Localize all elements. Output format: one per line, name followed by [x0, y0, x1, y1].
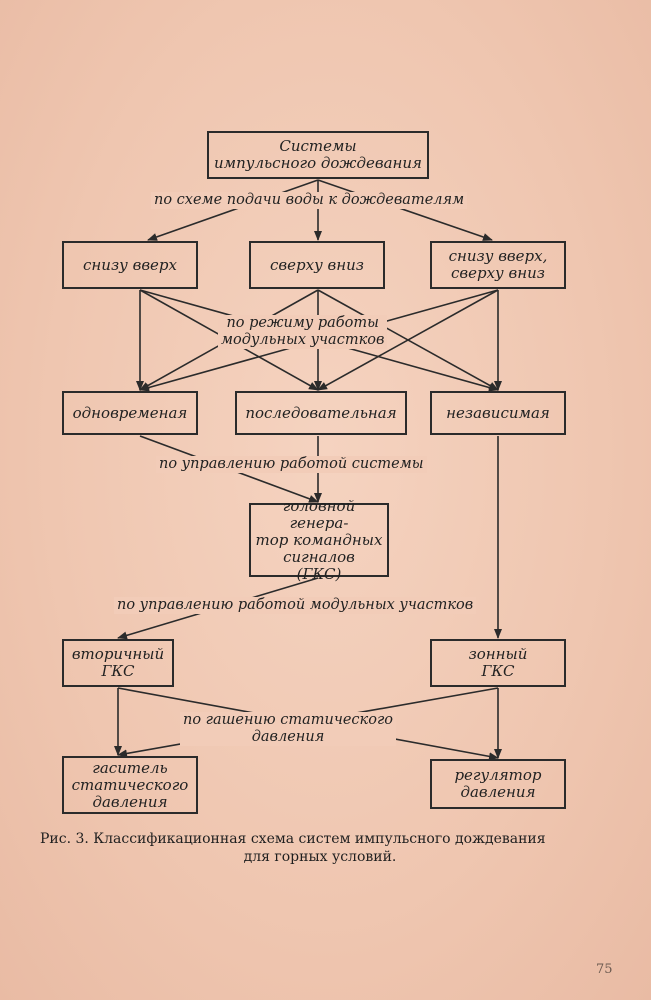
box-top-down: сверху вниз — [249, 241, 385, 289]
label-module-mode: по режиму работы модульных участков — [218, 315, 388, 349]
box-secondary-gks: вторичный ГКС — [62, 639, 174, 687]
label-static-pressure: по гашению статического давления — [180, 712, 397, 746]
arrow-root-to-both — [317, 179, 493, 241]
page-number: 75 — [596, 962, 613, 977]
box-bottom-up: снизу вверх — [62, 241, 198, 289]
caption-line-2: для горных условий. — [243, 849, 397, 865]
box-pressure-regulator: регулятор давления — [430, 759, 566, 809]
label-system-control: по управлению работой системы — [156, 456, 427, 473]
box-sequential: последовательная — [235, 391, 407, 435]
figure-caption: Рис. 3. Классификационная схема систем и… — [40, 830, 600, 866]
arrow-l1c-to-l2b — [317, 289, 499, 391]
caption-line-1: Рис. 3. Классификационная схема систем и… — [40, 831, 546, 847]
box-main-generator: головной генера- тор командных сигналов … — [249, 497, 389, 582]
box-independent: независимая — [430, 391, 566, 435]
box-simultaneous: одновременая — [62, 391, 198, 435]
label-water-supply: по схеме подачи воды к дождевателям — [151, 192, 468, 209]
box-root: Системы импульсного дождевания — [207, 131, 429, 179]
box-both: снизу вверх, сверху вниз — [430, 241, 566, 289]
box-zone-gks: зонный ГКС — [430, 639, 566, 687]
label-module-control: по управлению работой модульных участков — [114, 597, 477, 614]
box-pressure-quencher: гаситель статического давления — [62, 756, 198, 814]
arrow-root-to-top-down — [147, 179, 319, 241]
